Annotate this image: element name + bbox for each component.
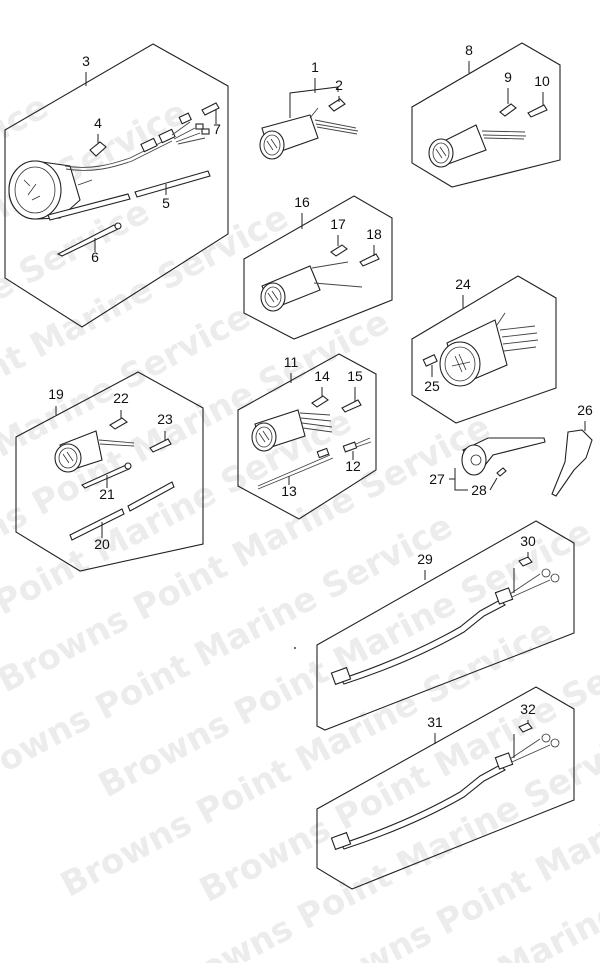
bulb-socket-icon: [359, 253, 380, 267]
bulb-socket-icon: [341, 399, 362, 413]
callout-13[interactable]: 13: [281, 483, 297, 499]
wire-harness-icon: [340, 764, 506, 850]
callout-28[interactable]: 28: [471, 482, 487, 498]
group-16: [243, 195, 393, 340]
callout-27[interactable]: 27: [429, 471, 445, 487]
callout-32[interactable]: 32: [520, 701, 536, 717]
kit-box-24: [411, 275, 557, 424]
kit-box-19: [15, 371, 204, 572]
callout-4[interactable]: 4: [94, 115, 102, 131]
callout-14[interactable]: 14: [314, 368, 330, 384]
callout-31[interactable]: 31: [427, 714, 443, 730]
group-31: [316, 686, 575, 890]
clip-icon: [518, 722, 533, 733]
callout-19[interactable]: 19: [48, 386, 64, 402]
callout-1[interactable]: 1: [311, 59, 319, 75]
callout-15[interactable]: 15: [347, 368, 363, 384]
kit-box-11: [237, 353, 377, 520]
callout-22[interactable]: 22: [113, 390, 129, 406]
callout-25[interactable]: 25: [424, 378, 440, 394]
clip-icon: [518, 556, 533, 567]
group-1: [259, 78, 359, 160]
callout-17[interactable]: 17: [330, 216, 346, 232]
kit-box-29: [316, 520, 575, 731]
kit-box-31: [316, 686, 575, 890]
bulb-icon: [499, 103, 517, 117]
stray-dot: [294, 647, 296, 649]
bulb-icon: [422, 354, 438, 367]
tube-icon: [47, 193, 131, 221]
callout-10[interactable]: 10: [534, 73, 550, 89]
callout-7[interactable]: 7: [213, 121, 221, 137]
bulb-icon: [311, 395, 329, 408]
callout-9[interactable]: 9: [504, 69, 512, 85]
group-29: [316, 520, 575, 731]
bulb-icon: [328, 98, 346, 112]
bulb-socket-icon: [527, 104, 548, 118]
callout-8[interactable]: 8: [465, 42, 473, 58]
group-27: [449, 421, 593, 497]
bulb-icon: [330, 244, 348, 257]
lever-icon: [551, 429, 593, 497]
callout-23[interactable]: 23: [157, 411, 173, 427]
callout-21[interactable]: 21: [99, 486, 115, 502]
group-19: [15, 371, 204, 572]
callout-2[interactable]: 2: [335, 77, 343, 93]
callout-18[interactable]: 18: [366, 226, 382, 242]
bulb-socket-icon: [201, 102, 220, 116]
kit-box-3: [4, 43, 229, 328]
callout-24[interactable]: 24: [455, 276, 471, 292]
group-8: [411, 42, 561, 188]
screw-icon: [496, 467, 507, 477]
bulb-icon: [109, 417, 128, 430]
callout-12[interactable]: 12: [345, 458, 361, 474]
callout-16[interactable]: 16: [294, 194, 310, 210]
callout-11[interactable]: 11: [284, 354, 299, 370]
bulb-socket-icon: [149, 438, 172, 453]
callout-30[interactable]: 30: [520, 533, 536, 549]
wire-harness-icon: [340, 599, 506, 685]
bulb-icon: [89, 141, 107, 157]
callout-6[interactable]: 6: [91, 249, 99, 265]
callout-5[interactable]: 5: [162, 195, 170, 211]
tube-icon: [69, 508, 125, 541]
kit-box-16: [243, 195, 393, 340]
callout-26[interactable]: 26: [577, 402, 593, 418]
callout-3[interactable]: 3: [82, 53, 90, 69]
group-3: [4, 43, 229, 328]
group-11: [237, 353, 377, 520]
kit-box-8: [411, 42, 561, 188]
wire-harness-icon: [257, 454, 331, 487]
group-24: [411, 275, 557, 424]
callout-labels: 1 2 3 4 5 6 7 8 9 10 11 12 13 14 15 16 1…: [48, 42, 593, 730]
callout-20[interactable]: 20: [94, 536, 110, 552]
callout-29[interactable]: 29: [417, 551, 433, 567]
